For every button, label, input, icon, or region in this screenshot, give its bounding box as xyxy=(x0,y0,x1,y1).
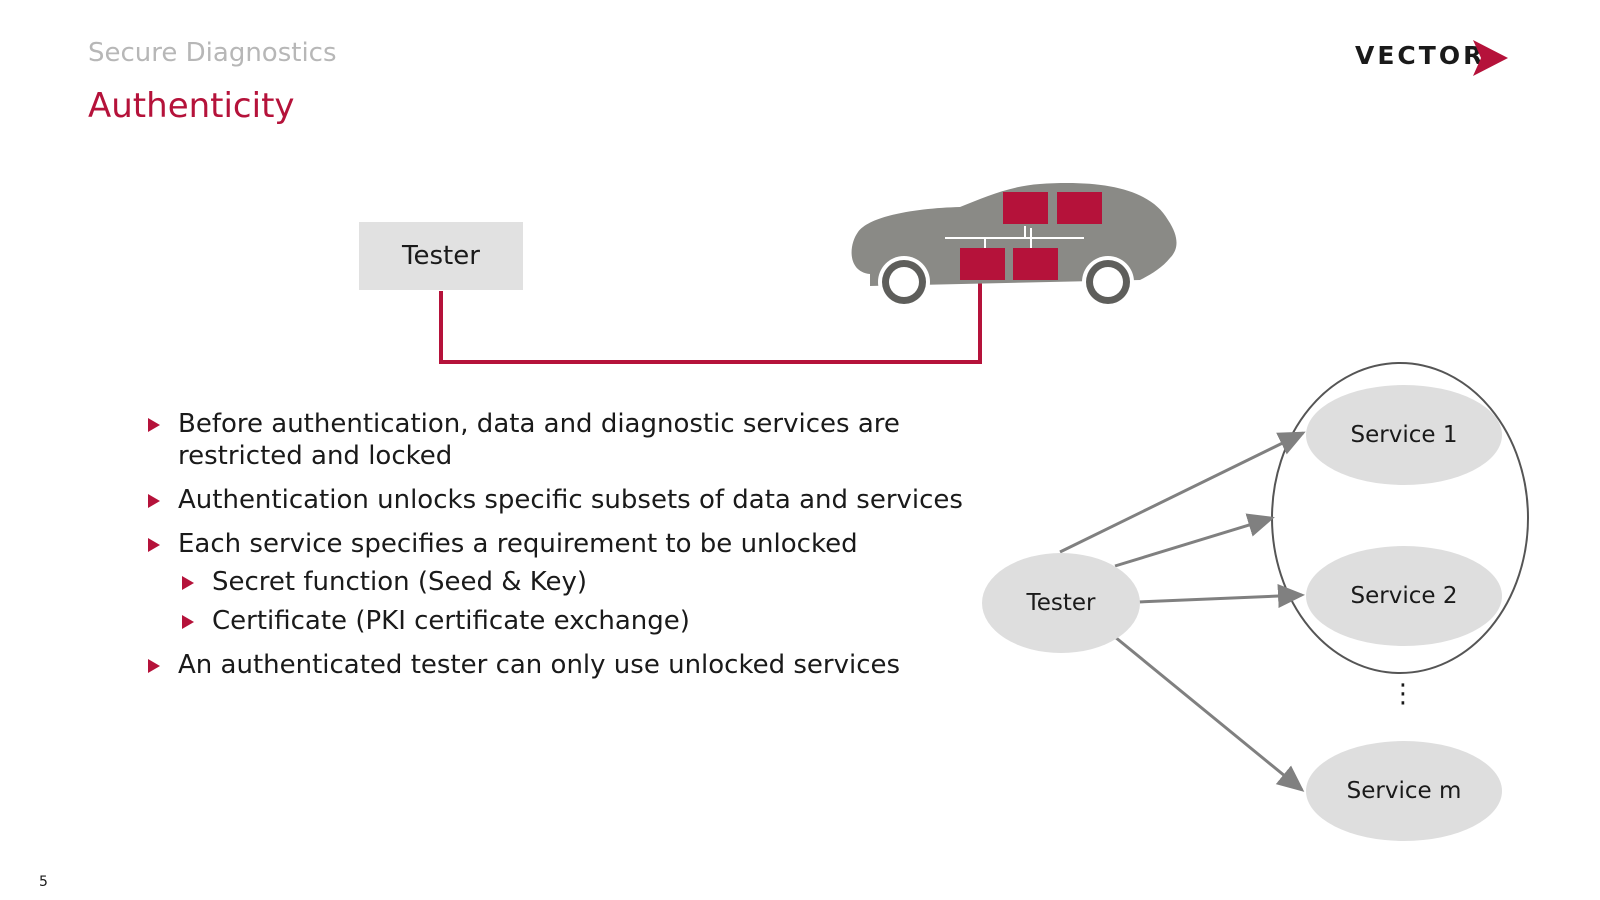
bullet-item: Each service specifies a requirement to … xyxy=(146,528,966,560)
bullet-triangle-icon xyxy=(182,576,194,590)
slide-title: Authenticity xyxy=(88,86,295,126)
bullet-triangle-icon xyxy=(148,494,160,508)
more-services-ellipsis: ⋮ xyxy=(1390,679,1416,709)
bullet-list: Before authentication, data and diagnost… xyxy=(146,408,966,693)
diagnostic-connection-line xyxy=(439,275,982,364)
arrow-to-service-1 xyxy=(1059,431,1306,554)
arrow-to-service-2 xyxy=(1137,584,1305,609)
service-2-bubble: Service 2 xyxy=(1306,546,1502,646)
ecu-block xyxy=(1013,248,1058,280)
sub-bullet-item: Certificate (PKI certificate exchange) xyxy=(180,605,966,637)
bullet-item: An authenticated tester can only use unl… xyxy=(146,649,966,681)
sub-bullet-item: Secret function (Seed & Key) xyxy=(180,566,966,598)
logo-text: VECTOR xyxy=(1355,41,1486,70)
bullet-triangle-icon xyxy=(148,538,160,552)
arrow-to-service-m xyxy=(1114,635,1305,792)
bullet-triangle-icon xyxy=(182,615,194,629)
tester-bubble: Tester xyxy=(982,553,1140,653)
logo-chevron-icon xyxy=(1473,40,1508,76)
arrow-to-group xyxy=(1114,513,1275,568)
tester-box: Tester xyxy=(359,222,523,290)
service-1-bubble: Service 1 xyxy=(1306,385,1502,485)
ecu-block xyxy=(960,248,1005,280)
page-number: 5 xyxy=(39,874,48,890)
bullet-item: Authentication unlocks specific subsets … xyxy=(146,484,966,516)
ecu-block xyxy=(1057,192,1102,224)
bullet-triangle-icon xyxy=(148,659,160,673)
bullet-item: Before authentication, data and diagnost… xyxy=(146,408,966,472)
presentation-subtitle: Secure Diagnostics xyxy=(88,38,337,68)
bullet-triangle-icon xyxy=(148,418,160,432)
service-m-bubble: Service m xyxy=(1306,741,1502,841)
ecu-block xyxy=(1003,192,1048,224)
